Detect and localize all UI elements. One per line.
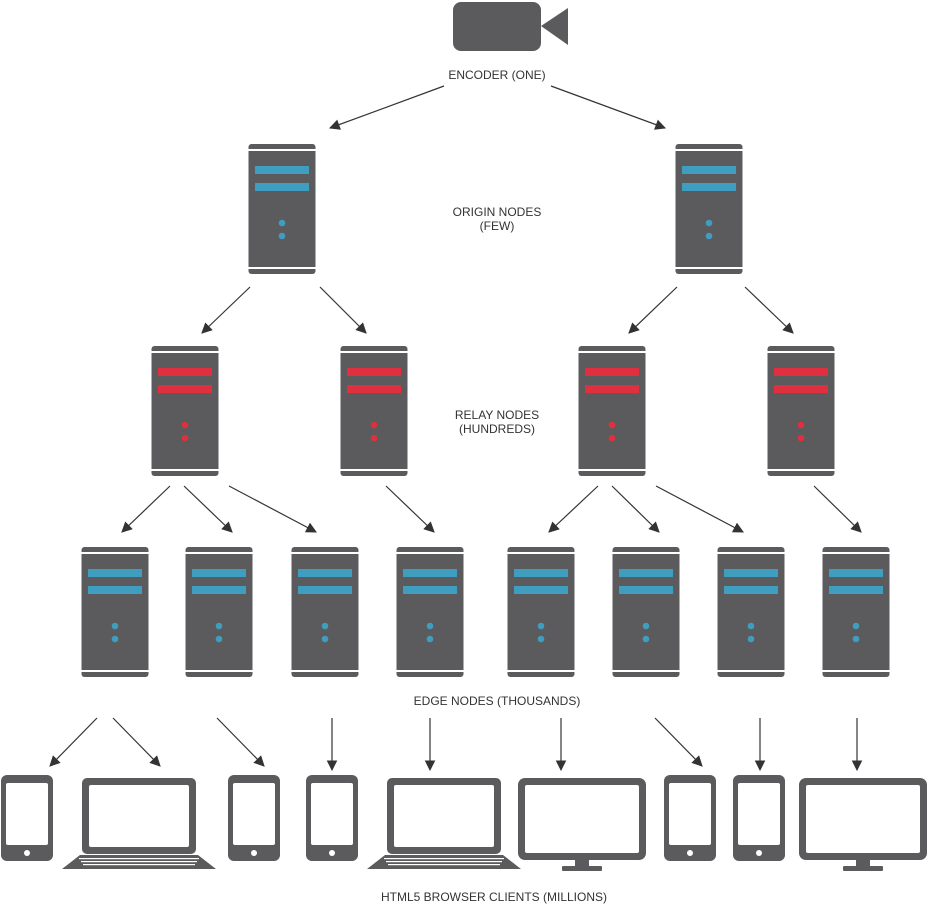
connection-arrow-10: [385, 485, 435, 533]
connection-arrow-16: [112, 717, 161, 767]
laptop-icon-2: [62, 778, 216, 869]
connection-arrow-12: [611, 485, 660, 533]
edge-label: EDGE NODES (THOUSANDS): [414, 694, 581, 708]
connection-arrow-5: [628, 286, 678, 334]
connection-arrow-9: [228, 485, 317, 533]
connection-arrow-2: [550, 85, 667, 130]
origin-server-icon-2: [675, 144, 743, 274]
monitor-icon-9: [799, 778, 927, 871]
connection-arrow-1: [328, 85, 445, 130]
connection-arrow-17: [216, 717, 265, 767]
clients-label: HTML5 BROWSER CLIENTS (MILLIONS): [381, 890, 607, 904]
edge-server-icon-6: [612, 547, 680, 677]
relay-server-icon-4: [767, 346, 835, 476]
connection-arrow-14: [813, 485, 862, 533]
connection-arrow-8: [183, 485, 233, 533]
relay-server-icon-3: [578, 346, 646, 476]
monitor-icon-6: [518, 778, 646, 871]
origin-label-line1: ORIGIN NODES: [453, 205, 542, 219]
relay-label-line1: RELAY NODES: [455, 408, 539, 422]
edge-server-icon-1: [81, 547, 149, 677]
connection-arrow-6: [744, 286, 794, 334]
video-camera-icon: [453, 2, 568, 51]
edge-server-icon-3: [291, 547, 359, 677]
connection-arrows: [49, 85, 863, 772]
encoder-label: ENCODER (ONE): [448, 68, 545, 82]
tablet-icon-8: [733, 775, 785, 861]
connection-arrow-15: [49, 717, 98, 767]
tablet-icon-1: [1, 775, 53, 861]
connection-arrow-7: [121, 485, 171, 533]
connection-arrow-13: [655, 485, 744, 533]
connection-arrow-11: [548, 485, 599, 533]
relay-server-icon-1: [151, 346, 219, 476]
edge-server-icon-2: [185, 547, 253, 677]
tablet-icon-7: [664, 775, 716, 861]
connection-arrow-3: [201, 286, 251, 334]
laptop-icon-5: [367, 778, 521, 869]
client-devices: [1, 775, 927, 871]
tablet-icon-3: [228, 775, 280, 861]
edge-server-icon-7: [717, 547, 785, 677]
server-nodes: [81, 144, 890, 677]
origin-server-icon-1: [248, 144, 316, 274]
edge-server-icon-4: [396, 547, 464, 677]
connection-arrow-21: [654, 717, 703, 767]
relay-label-line2: (HUNDREDS): [459, 422, 535, 436]
edge-server-icon-5: [507, 547, 575, 677]
edge-server-icon-8: [822, 547, 890, 677]
tablet-icon-4: [306, 775, 358, 861]
origin-label-line2: (FEW): [480, 219, 515, 233]
connection-arrow-4: [319, 286, 367, 334]
relay-server-icon-2: [340, 346, 408, 476]
